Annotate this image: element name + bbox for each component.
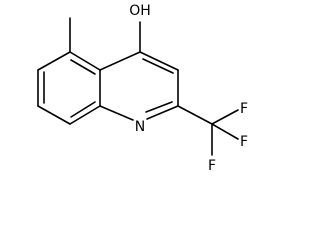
bond-c4-c3-inner	[142, 58, 174, 74]
bond-c4-c3	[139, 51, 179, 71]
bond-c8-c8a-inner	[70, 101, 96, 118]
bond-c2-cf3	[177, 105, 213, 125]
bond-c4a-c5-inner	[70, 59, 96, 75]
bond-c-f1	[211, 109, 239, 125]
bond-c2-n1	[146, 105, 179, 120]
fluorine-label-1: F	[240, 101, 248, 117]
bond-c5-c6	[37, 51, 71, 71]
bond-c4a-c5	[69, 51, 101, 71]
fluorine-label-2: F	[240, 134, 248, 150]
fluorine-label-3: F	[208, 158, 216, 174]
bond-c8a-n1	[99, 105, 134, 121]
bond-c2-n1-inner	[145, 101, 173, 113]
ring-nitrogen-label: N	[135, 119, 145, 135]
hydroxyl-label: OH	[129, 3, 151, 19]
bond-c-f2	[211, 123, 239, 140]
bond-c4a-c4	[99, 51, 141, 71]
bond-c7-c8	[37, 105, 71, 125]
chemical-structure-diagram: OH N F F F	[37, 3, 248, 174]
bond-c8-c8a	[69, 105, 101, 125]
